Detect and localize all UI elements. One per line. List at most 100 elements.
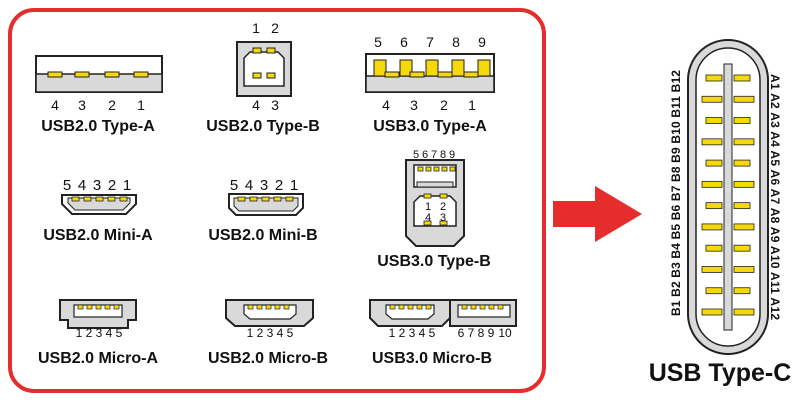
usb20-type-a-label: USB2.0 Type-A bbox=[41, 118, 155, 135]
pin-number: 2 bbox=[108, 177, 116, 194]
pin-number: 1 bbox=[123, 177, 131, 194]
usb-type-c-pin-b6 bbox=[705, 202, 723, 210]
pin-number: 3 bbox=[267, 326, 274, 340]
pin-number: 10 bbox=[498, 326, 512, 340]
pin-number: 8 bbox=[440, 149, 446, 161]
usb-type-c-row-b-text: B1 B2 B3 B4 B5 B6 B7 B8 B9 B10 B11 B12 bbox=[669, 70, 683, 316]
pin-number: 5 bbox=[413, 149, 419, 161]
usb30-micro-b-connector bbox=[369, 299, 517, 327]
usb-type-c-pin-a5 bbox=[733, 159, 751, 167]
usb-type-c-pin-b5 bbox=[701, 223, 723, 231]
pin-number: 2 bbox=[271, 20, 279, 36]
pin-number: 4 bbox=[425, 212, 431, 224]
pin-number: 1 bbox=[468, 97, 476, 113]
usb-type-c-pin-b4 bbox=[705, 244, 723, 252]
pin-number: 3 bbox=[271, 97, 279, 113]
usb20-micro-b-pin-numbers: 1 2 3 4 5 bbox=[247, 326, 294, 340]
pin-number: 9 bbox=[478, 34, 486, 50]
pin-number: 5 bbox=[116, 326, 123, 340]
pin-number: 5 bbox=[230, 177, 238, 194]
usb30-micro-b-label: USB3.0 Micro-B bbox=[371, 350, 493, 367]
pin-number: 4 bbox=[78, 177, 86, 194]
usb-type-c-pin-b7 bbox=[701, 180, 723, 188]
pin-number: 2 bbox=[257, 326, 264, 340]
pin-number: 2 bbox=[86, 326, 93, 340]
usb30-type-a-pin-numbers: 5 6 7 8 9 4 3 2 1 bbox=[374, 34, 486, 113]
usb-type-c-pins-row-a bbox=[733, 74, 755, 316]
pin-number: 4 bbox=[245, 177, 253, 194]
pin-number: 1 bbox=[76, 326, 83, 340]
usb30-micro-b-pin-numbers: 1 2 3 4 5 6 7 8 9 10 bbox=[389, 326, 512, 340]
usb20-micro-b-label: USB2.0 Micro-B bbox=[207, 350, 329, 367]
usb20-mini-a-connector bbox=[61, 194, 137, 215]
usb-type-c-pin-a4 bbox=[733, 138, 755, 146]
pin-number: 5 bbox=[287, 326, 294, 340]
usb20-type-a-pin-numbers: 4 3 2 1 bbox=[51, 97, 145, 113]
usb-type-c-connector bbox=[687, 39, 769, 355]
usb30-type-a-label: USB3.0 Type-A bbox=[373, 118, 487, 135]
pin-number: 7 bbox=[468, 326, 475, 340]
pin-number: 2 bbox=[440, 97, 448, 113]
pin-number: 4 bbox=[277, 326, 284, 340]
usb-type-c-pin-b11 bbox=[701, 95, 723, 103]
pin-number: 6 bbox=[422, 149, 428, 161]
pin-number: 1 bbox=[247, 326, 254, 340]
pin-number: 5 bbox=[374, 34, 382, 50]
pin-number: 3 bbox=[78, 97, 86, 113]
usb-type-c-pin-b9 bbox=[701, 138, 723, 146]
pin-number: 5 bbox=[429, 326, 436, 340]
pin-number: 4 bbox=[51, 97, 59, 113]
pin-number: 3 bbox=[93, 177, 101, 194]
pin-number: 1 bbox=[137, 97, 145, 113]
pin-number: 4 bbox=[252, 97, 260, 113]
connector-panel-frame bbox=[8, 8, 546, 393]
usb20-mini-b-label: USB2.0 Mini-B bbox=[208, 227, 318, 244]
usb-type-c-row-b-labels: B1 B2 B3 B4 B5 B6 B7 B8 B9 B10 B11 B12 bbox=[669, 70, 683, 316]
pin-number: 9 bbox=[488, 326, 495, 340]
pin-number: 1 bbox=[389, 326, 396, 340]
usb30-type-b-pin-numbers: 5 6 7 8 9 1 2 4 3 bbox=[413, 149, 455, 224]
usb20-type-a-connector bbox=[35, 55, 163, 93]
pin-number: 4 bbox=[106, 326, 113, 340]
pin-number: 3 bbox=[96, 326, 103, 340]
pin-number: 4 bbox=[382, 97, 390, 113]
pin-number: 2 bbox=[399, 326, 406, 340]
usb-type-c-pin-a10 bbox=[733, 266, 755, 273]
pin-number: 7 bbox=[426, 34, 434, 50]
pin-number: 1 bbox=[252, 20, 260, 36]
usb-type-c-pin-b8 bbox=[705, 159, 723, 167]
usb-type-c-pin-a3 bbox=[733, 117, 751, 124]
pin-number: 8 bbox=[452, 34, 460, 50]
usb-type-c-pin-b10 bbox=[705, 117, 723, 124]
usb20-type-b-connector bbox=[236, 41, 292, 97]
pin-number: 9 bbox=[449, 149, 455, 161]
usb30-type-a-connector bbox=[365, 53, 495, 93]
pin-number: 2 bbox=[108, 97, 116, 113]
usb20-type-b-label: USB2.0 Type-B bbox=[206, 118, 320, 135]
usb-type-c-pin-b2 bbox=[705, 287, 723, 295]
usb-type-c-pin-a11 bbox=[733, 287, 751, 295]
usb-type-c-pin-a8 bbox=[733, 223, 755, 231]
pin-number: 8 bbox=[478, 326, 485, 340]
usb20-mini-b-connector bbox=[228, 193, 304, 216]
usb30-type-b-connector bbox=[405, 159, 465, 247]
usb-type-c-pin-b1 bbox=[701, 308, 723, 316]
usb20-mini-a-pin-numbers: 5 4 3 2 1 bbox=[63, 177, 131, 194]
usb20-micro-a-label: USB2.0 Micro-A bbox=[37, 350, 159, 367]
pin-number: 2 bbox=[440, 201, 446, 213]
usb-type-c-pin-a2 bbox=[733, 95, 755, 103]
usb-type-c-pin-a7 bbox=[733, 202, 751, 210]
usb-type-c-pin-a6 bbox=[733, 180, 755, 188]
pin-number: 6 bbox=[400, 34, 408, 50]
pin-number: 3 bbox=[260, 177, 268, 194]
arrow-icon bbox=[553, 186, 642, 242]
usb20-mini-a-label: USB2.0 Mini-A bbox=[43, 227, 153, 244]
usb-type-c-pins-row-b bbox=[701, 74, 723, 316]
usb30-type-b-label: USB3.0 Type-B bbox=[377, 253, 491, 270]
usb20-mini-b-pin-numbers: 5 4 3 2 1 bbox=[230, 177, 298, 194]
pin-number: 7 bbox=[431, 149, 437, 161]
usb-type-c-label: USB Type-C bbox=[648, 359, 792, 387]
pin-number: 3 bbox=[410, 97, 418, 113]
usb20-type-b-pin-numbers: 1 2 4 3 bbox=[252, 20, 279, 113]
